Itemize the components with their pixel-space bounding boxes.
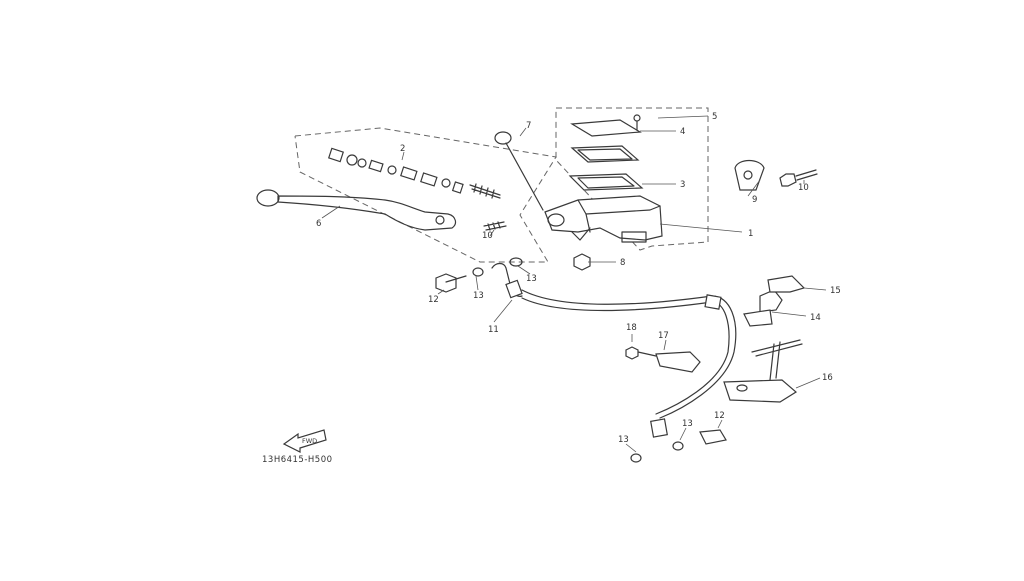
callout-10-left: 10 (482, 231, 493, 241)
callout-1: 1 (748, 229, 753, 239)
callout-13-upper-left: 13 (473, 291, 484, 301)
callout-10-right: 10 (798, 183, 809, 193)
hose-clamp (743, 275, 806, 327)
callout-15: 15 (830, 286, 841, 296)
callout-2: 2 (400, 144, 405, 154)
callout-8: 8 (620, 258, 625, 268)
piston-kit (327, 147, 501, 199)
reservoir-group-box (555, 107, 709, 251)
callout-14: 14 (810, 313, 821, 323)
front-arrow-label: FWD (302, 437, 317, 445)
callout-7: 7 (526, 121, 531, 131)
callout-11: 11 (488, 325, 499, 335)
callout-13-upper-right: 13 (526, 274, 537, 284)
callout-18: 18 (626, 323, 637, 333)
callout-4: 4 (680, 127, 685, 137)
brake-lever (256, 189, 457, 231)
front-direction-arrow: FWD (282, 429, 327, 453)
callout-12-lower: 12 (714, 411, 725, 421)
hose-guide-bracket (723, 339, 803, 403)
hose-holder (625, 346, 701, 373)
holder-bolt (779, 169, 818, 187)
callout-13-lower-left: 13 (618, 435, 629, 445)
pivot-nut (573, 253, 591, 271)
master-cylinder-body (544, 195, 663, 243)
union-bolt-lower (630, 429, 727, 463)
leader-lines (321, 115, 827, 453)
reservoir-cover-parts (568, 114, 644, 191)
callout-12-upper: 12 (428, 295, 439, 305)
pivot-bolt (494, 131, 544, 211)
union-bolt-upper (435, 257, 523, 293)
callout-6: 6 (316, 219, 321, 229)
piston-kit-group-box (294, 127, 557, 263)
callout-17: 17 (658, 331, 669, 341)
callout-13-lower-right: 13 (682, 419, 693, 429)
callout-9: 9 (752, 195, 757, 205)
spring (483, 221, 507, 231)
mirror-holder (734, 159, 765, 191)
callout-5: 5 (712, 112, 717, 122)
callout-16: 16 (822, 373, 833, 383)
callout-3: 3 (680, 180, 685, 190)
brake-hose (491, 262, 737, 438)
diagram-code: 13H6415-H500 (262, 455, 333, 465)
